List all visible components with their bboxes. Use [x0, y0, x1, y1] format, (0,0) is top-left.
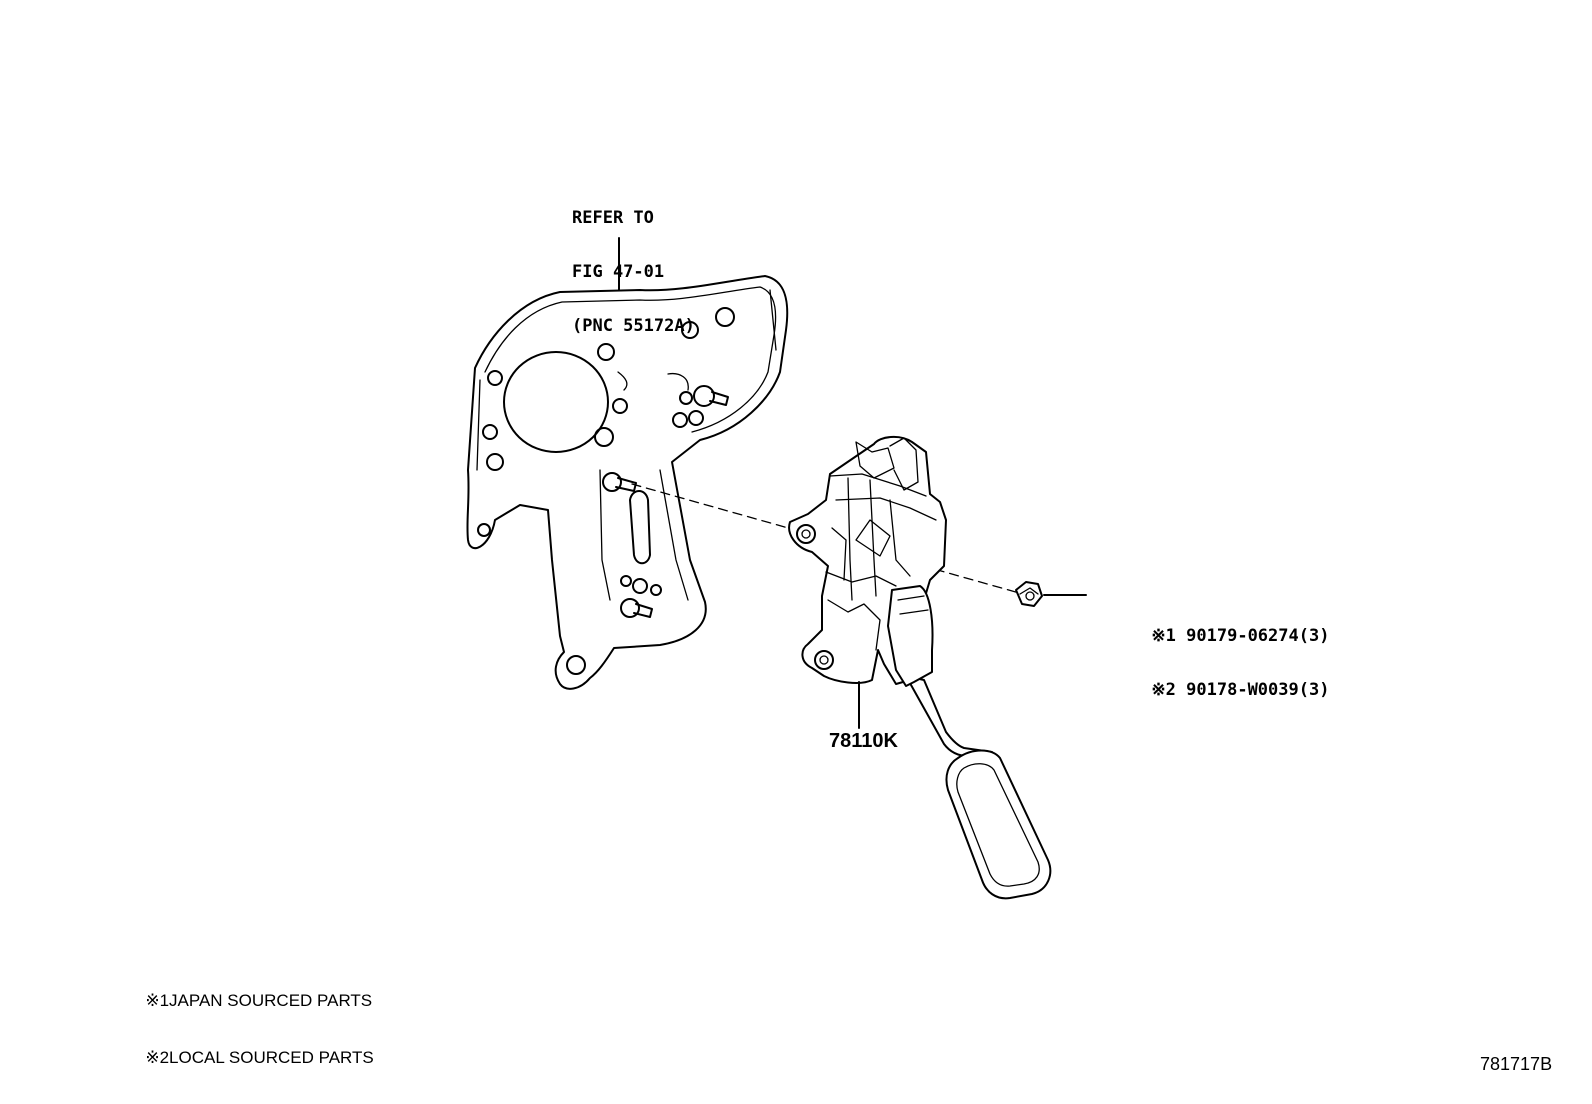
nut-part-row: ※1 90179-06274(3) [1090, 611, 1329, 645]
legend-text: JAPAN SOURCED PARTS [169, 991, 373, 1010]
legend-mark: ※1 [145, 991, 170, 1010]
accelerator-pedal-icon [788, 436, 1052, 900]
sourcing-legend: ※1JAPAN SOURCED PARTS ※2LOCAL SOURCED PA… [117, 941, 374, 1089]
nut-part-row: ※2 90178-W0039(3) [1090, 665, 1329, 699]
illustration-id: 781717B [1480, 1054, 1553, 1074]
bracket-ref-line-2: FIG 47-01 [572, 262, 665, 282]
alignment-dashed-line [631, 483, 1031, 597]
nut-part-mark: ※1 [1151, 626, 1176, 646]
nut-part-number: 90179-06274(3) [1186, 626, 1330, 646]
bracket-ref-line-1: REFER TO [572, 208, 654, 228]
nut-part-callout: ※1 90179-06274(3) ※2 90178-W0039(3) [1090, 577, 1329, 719]
bracket-reference-callout: REFER TO FIG 47-01 (PNC 55172A) [572, 176, 695, 372]
legend-mark: ※2 [145, 1048, 170, 1067]
bracket-ref-line-3: (PNC 55172A) [572, 316, 695, 336]
legend-item: ※2LOCAL SOURCED PARTS [117, 1032, 373, 1066]
flange-nut-icon [1015, 581, 1043, 607]
legend-item: ※1JAPAN SOURCED PARTS [117, 975, 374, 1009]
legend-text: LOCAL SOURCED PARTS [169, 1048, 374, 1067]
pedal-part-number: 78110K [829, 730, 898, 752]
pedal-bracket-icon [466, 275, 789, 690]
nut-part-mark: ※2 [1151, 680, 1176, 700]
nut-part-number: 90178-W0039(3) [1186, 680, 1330, 700]
